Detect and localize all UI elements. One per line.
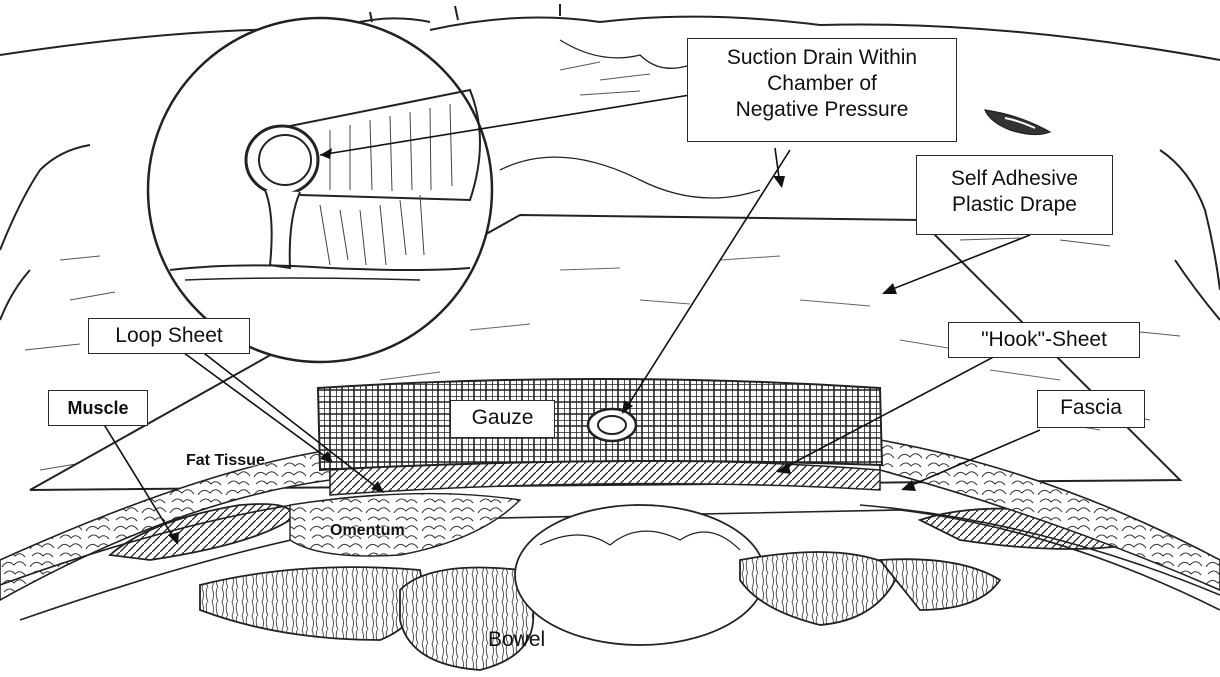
suction-drain-line-2: Chamber of	[698, 71, 946, 97]
muscle-label: Muscle	[48, 390, 148, 426]
bowel-label: Bowel	[488, 628, 545, 652]
self-adhesive-line-1: Self Adhesive	[927, 166, 1102, 192]
loop-sheet-text: Loop Sheet	[115, 324, 222, 347]
suction-drain-line-3: Negative Pressure	[698, 97, 946, 123]
drain-tube	[588, 409, 636, 441]
loop-sheet-label: Loop Sheet	[88, 318, 250, 354]
suction-drain-label: Suction Drain Within Chamber of Negative…	[687, 38, 957, 142]
fat-tissue-label: Fat Tissue	[186, 452, 265, 470]
omentum-label: Omentum	[330, 522, 405, 540]
self-adhesive-drape-label: Self Adhesive Plastic Drape	[916, 155, 1113, 235]
muscle-text: Muscle	[67, 398, 128, 418]
fascia-label: Fascia	[1037, 390, 1145, 428]
fascia-text: Fascia	[1060, 396, 1122, 419]
gauze-label: Gauze	[450, 400, 555, 438]
magnified-inset	[148, 18, 492, 362]
instrument-sketch	[985, 110, 1050, 135]
hook-sheet-text: "Hook"-Sheet	[981, 328, 1107, 351]
omentum	[290, 494, 520, 556]
hook-sheet-label: "Hook"-Sheet	[948, 322, 1140, 358]
suction-drain-line-1: Suction Drain Within	[698, 45, 946, 71]
self-adhesive-line-2: Plastic Drape	[927, 192, 1102, 218]
gauze-text: Gauze	[472, 406, 534, 429]
